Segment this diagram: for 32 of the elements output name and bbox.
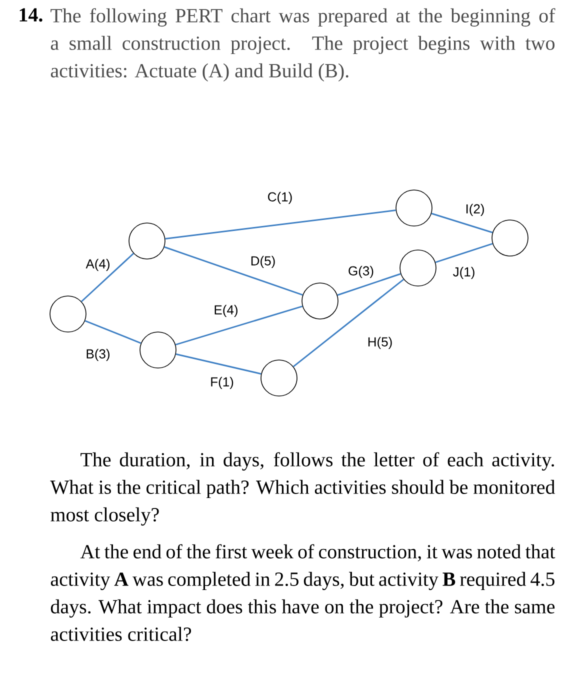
activity-line bbox=[292, 278, 404, 368]
edge-label: J(1) bbox=[452, 266, 476, 280]
problem-number: 14. bbox=[20, 8, 42, 22]
paragraph: The following PERT chart was prepared at the beginning of a small construction project. The project begins with two activities: Actuate (A) and Build (B). bbox=[50, 8, 556, 82]
event-circle bbox=[492, 220, 528, 256]
activity-line bbox=[175, 306, 303, 346]
activity-line bbox=[337, 273, 401, 296]
edge-label: I(2) bbox=[464, 202, 486, 218]
edge-label: C(1) bbox=[266, 190, 294, 206]
activity-line bbox=[165, 210, 396, 240]
event-circle bbox=[140, 332, 176, 368]
edge-label: H(5) bbox=[366, 336, 394, 350]
edge-label: F(1) bbox=[209, 376, 235, 390]
activity-line bbox=[81, 252, 134, 302]
event-circle bbox=[400, 250, 436, 286]
activity-line bbox=[164, 246, 303, 296]
event-circle bbox=[302, 282, 338, 320]
event-circle bbox=[396, 190, 432, 226]
edge-label: A(4) bbox=[84, 258, 112, 272]
edge-label: B(3) bbox=[84, 348, 112, 362]
event-circle bbox=[128, 222, 166, 260]
activity-line bbox=[435, 242, 493, 263]
paragraph: The duration, in days, follows the letter of each activity. What is the critical path? Which activities should be monitored most closely? bbox=[50, 452, 556, 526]
paragraph: At the end of the first week of construction, it was noted that activity A was completed in 2.5 days, but activity B required 4.5 days. What impact does this have on the project? Are the same activities critical? bbox=[50, 544, 556, 642]
edge-label: G(3) bbox=[347, 264, 375, 280]
edge-label: E(4) bbox=[212, 304, 240, 318]
event-circle bbox=[260, 360, 298, 396]
activity-line bbox=[176, 353, 262, 375]
activity-line bbox=[84, 320, 142, 344]
event-circle bbox=[50, 296, 86, 332]
activity-line bbox=[431, 212, 493, 234]
edge-label: D(5) bbox=[249, 254, 277, 270]
